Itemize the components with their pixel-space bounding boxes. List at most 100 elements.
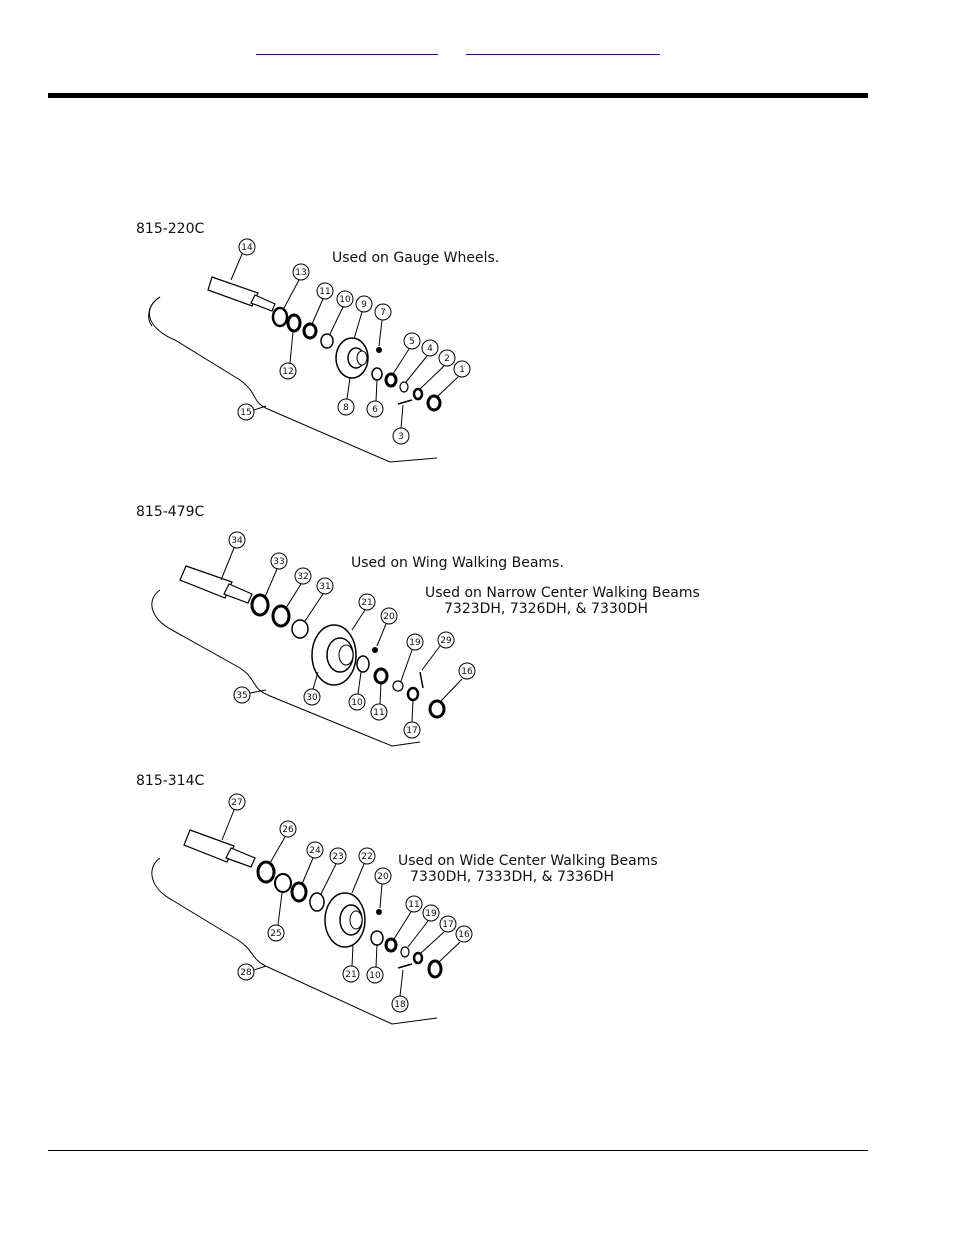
lug-bolt-3 [376,909,382,915]
cotter-pin-1 [397,399,413,405]
svg-text:30: 30 [306,693,318,703]
hub-3 [324,892,366,948]
spindle-3 [183,829,256,868]
bearing-cup-1 [320,333,334,349]
svg-text:17: 17 [442,920,453,930]
header-link-2[interactable] [466,36,660,55]
svg-text:26: 26 [282,825,294,835]
bearing-cup-7 [370,930,384,946]
svg-text:11: 11 [373,708,384,718]
dust-cap-2 [428,699,446,719]
note-wide-center: Used on Wide Center Walking Beams [398,853,658,869]
bearing-cone-1 [286,313,302,333]
svg-text:16: 16 [458,930,470,940]
svg-text:4: 4 [427,344,433,354]
svg-text:17: 17 [406,726,417,736]
svg-text:19: 19 [425,909,437,919]
seal-1 [271,306,289,328]
note-wide-models: 7330DH, 7333DH, & 7336DH [410,869,614,885]
svg-text:21: 21 [361,598,372,608]
svg-text:9: 9 [361,300,367,310]
washer-3 [400,946,410,958]
callouts-3: 27 26 24 23 22 20 11 19 17 16 25 28 21 1… [221,793,473,1013]
svg-text:20: 20 [377,872,389,882]
bearing-cup-4 [356,655,370,673]
bearing-cup-5 [274,873,292,893]
svg-text:20: 20 [383,612,395,622]
svg-text:2: 2 [444,354,450,364]
nut-2 [406,686,420,702]
svg-text:25: 25 [270,929,281,939]
svg-text:22: 22 [361,852,372,862]
bearing-cone-4 [271,604,291,628]
svg-text:34: 34 [231,536,243,546]
svg-text:23: 23 [332,852,343,862]
diagram-panel [78,140,868,1070]
part-number-815-314C: 815-314C [136,773,204,789]
svg-text:15: 15 [240,408,251,418]
svg-text:10: 10 [339,295,351,305]
bearing-cone-2 [302,322,318,340]
svg-text:33: 33 [273,557,284,567]
spindle-1 [207,276,276,312]
svg-text:6: 6 [372,405,378,415]
note-gauge-wheels: Used on Gauge Wheels. [332,250,499,266]
nut-1 [412,387,424,401]
note-wing-walking-beams: Used on Wing Walking Beams. [351,555,564,571]
svg-text:1: 1 [459,365,465,375]
dust-cap-1 [426,394,442,412]
bearing-cup-6 [309,892,325,912]
callouts-2: 34 33 32 31 21 20 19 29 16 35 30 10 11 1… [220,531,476,739]
washer-1 [399,381,409,393]
callouts-1: 14 13 11 10 9 7 12 5 4 2 1 8 6 15 3 [230,238,471,445]
svg-text:13: 13 [295,268,306,278]
svg-text:7: 7 [380,308,386,318]
bearing-cone-5 [373,667,389,685]
cotter-pin-3 [397,963,413,969]
svg-text:19: 19 [409,638,421,648]
header-rule [48,93,868,98]
washer-2 [392,680,404,692]
svg-text:16: 16 [461,667,473,677]
svg-text:14: 14 [241,243,253,253]
svg-text:11: 11 [408,900,419,910]
part-number-815-479C: 815-479C [136,504,204,520]
dust-cap-3 [427,959,443,979]
svg-text:18: 18 [394,1000,406,1010]
bearing-cone-7 [384,937,398,953]
ground-outline-2 [151,589,421,747]
svg-text:32: 32 [297,572,308,582]
svg-text:10: 10 [369,971,381,981]
lug-bolt-2 [372,647,378,653]
cotter-pin-2 [419,671,424,689]
svg-text:5: 5 [409,337,415,347]
hub-2 [311,624,357,686]
spindle-2 [179,565,253,604]
svg-text:11: 11 [319,287,330,297]
svg-text:24: 24 [309,846,321,856]
svg-text:10: 10 [351,698,363,708]
svg-text:8: 8 [343,403,349,413]
bearing-cup-2 [371,367,383,381]
note-narrow-center: Used on Narrow Center Walking Beams [425,585,700,601]
svg-text:31: 31 [319,582,330,592]
part-number-815-220C: 815-220C [136,221,204,237]
nut-3 [412,951,424,965]
header-link-1[interactable] [256,36,438,55]
lug-bolt-1 [376,347,382,353]
bearing-cup-3 [291,619,309,639]
seal-2 [250,593,270,617]
note-narrow-models: 7323DH, 7326DH, & 7330DH [444,601,648,617]
hub-1 [335,337,369,379]
svg-text:35: 35 [236,691,247,701]
footer-rule [48,1150,868,1151]
svg-text:29: 29 [440,636,452,646]
svg-text:28: 28 [240,968,252,978]
seal-3 [256,860,276,884]
svg-text:3: 3 [398,432,404,442]
svg-text:27: 27 [231,798,242,808]
svg-text:21: 21 [345,970,356,980]
ground-outline-3 [151,857,438,1025]
bearing-cone-6 [290,881,308,903]
